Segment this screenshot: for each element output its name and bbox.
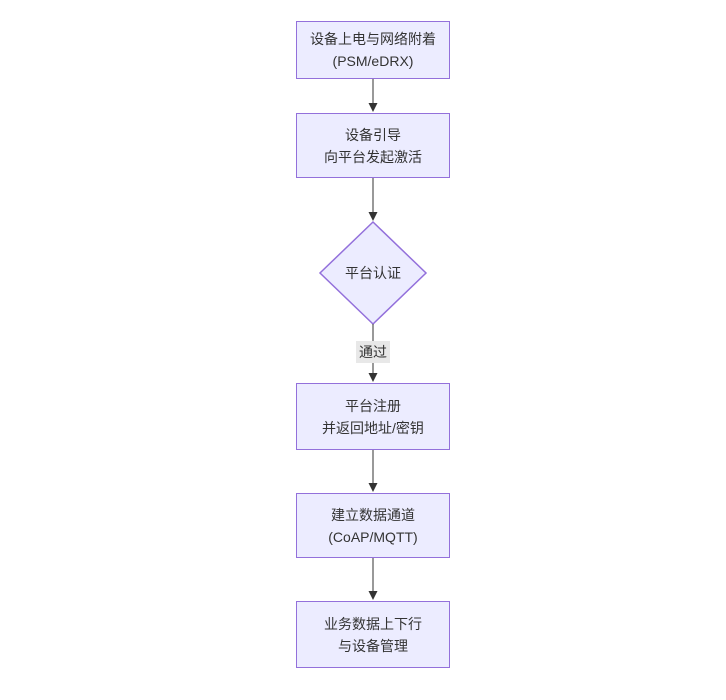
- arrowhead-down: [368, 103, 378, 112]
- arrowhead-down: [368, 483, 378, 492]
- node-data-channel: 建立数据通道 (CoAP/MQTT): [296, 493, 450, 558]
- node-label-line: 向平台发起激活: [324, 148, 422, 165]
- arrowhead-down: [368, 212, 378, 221]
- node-label-line: 业务数据上下行: [324, 615, 422, 632]
- node-label-line: (PSM/eDRX): [332, 53, 414, 69]
- node-label-line: 与设备管理: [338, 637, 408, 654]
- node-label-line: 设备上电与网络附着: [310, 31, 436, 47]
- node-label-line: 并返回地址/密钥: [322, 419, 424, 436]
- node-label-line: 设备引导: [345, 126, 401, 143]
- node-label-line: 建立数据通道: [331, 506, 415, 523]
- node-business-data: 业务数据上下行 与设备管理: [296, 601, 450, 668]
- edge-channel-to-business: [368, 558, 378, 600]
- arrowhead-down: [368, 373, 378, 382]
- node-label-line: 平台注册: [345, 397, 401, 414]
- edge-label-pass: 通过: [356, 341, 390, 363]
- edge-bootstrap-to-auth: [368, 178, 378, 221]
- node-bootstrap: 设备引导 向平台发起激活: [296, 113, 450, 178]
- node-register: 平台注册 并返回地址/密钥: [296, 383, 450, 450]
- arrowhead-down: [368, 591, 378, 600]
- node-power-attach: 设备上电与网络附着 (PSM/eDRX): [296, 21, 450, 79]
- edge-power-to-bootstrap: [368, 79, 378, 112]
- edge-register-to-channel: [368, 450, 378, 492]
- node-auth-decision-label: 平台认证: [345, 265, 401, 281]
- node-label-line: (CoAP/MQTT): [328, 528, 418, 545]
